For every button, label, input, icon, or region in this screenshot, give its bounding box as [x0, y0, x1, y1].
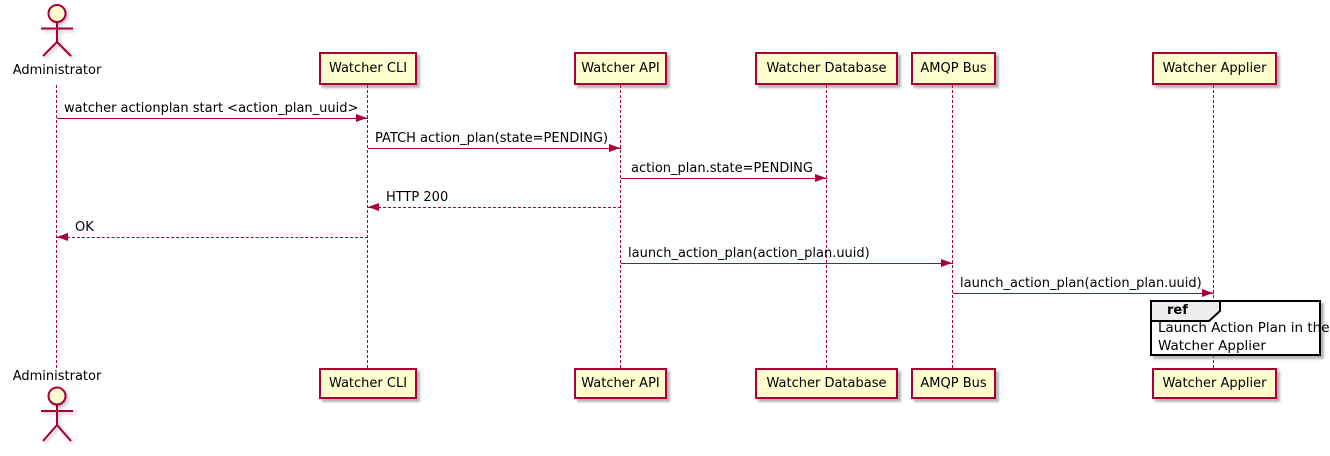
arrowhead-left-icon: [368, 203, 379, 211]
message-label: action_plan.state=PENDING: [631, 161, 813, 176]
participant-watcher-applier: Watcher Applier: [1152, 52, 1277, 85]
lifeline-watcher-applier: [1213, 85, 1214, 368]
lifeline-watcher-database: [826, 85, 827, 368]
ref-fragment: ref Launch Action Plan in the Watcher Ap…: [1150, 300, 1330, 356]
participant-watcher-database: Watcher Database: [755, 52, 898, 85]
message-line: [57, 118, 368, 119]
lifeline-watcher-api: [620, 85, 621, 368]
ref-tag-label: ref: [1167, 303, 1188, 318]
participant-watcher-api: Watcher API: [574, 52, 667, 85]
actor-icon-bottom: [41, 386, 73, 442]
arrowhead-right-icon: [941, 259, 952, 267]
message-label: PATCH action_plan(state=PENDING): [375, 131, 609, 146]
message-line: [368, 148, 621, 149]
message-label: launch_action_plan(action_plan.uuid): [628, 246, 870, 261]
actor-label-bottom: Administrator: [12, 369, 102, 384]
arrowhead-right-icon: [609, 144, 620, 152]
arrowhead-left-icon: [57, 233, 68, 241]
message-label: OK: [75, 220, 94, 235]
actor-icon: [41, 4, 73, 57]
lifeline-watcher-cli: [367, 85, 368, 368]
participant-amqp-bus: AMQP Bus: [911, 52, 996, 85]
participant-watcher-database-bottom: Watcher Database: [755, 368, 898, 399]
message-line: [621, 263, 953, 264]
ref-text: Launch Action Plan in the Watcher Applie…: [1158, 320, 1330, 355]
ref-tag-icon: [1150, 300, 1221, 322]
message-line: [368, 207, 621, 208]
ref-text-line: Watcher Applier: [1158, 337, 1266, 354]
message-label: watcher actionplan start <action_plan_uu…: [64, 101, 359, 116]
lifeline-administrator: [56, 85, 57, 368]
arrowhead-right-icon: [356, 114, 367, 122]
message-line: [953, 293, 1214, 294]
participant-amqp-bus-bottom: AMQP Bus: [911, 368, 996, 399]
participant-watcher-cli: Watcher CLI: [319, 52, 417, 85]
ref-text-line: Launch Action Plan in the: [1158, 320, 1330, 336]
participant-watcher-applier-bottom: Watcher Applier: [1152, 368, 1277, 399]
message-label: launch_action_plan(action_plan.uuid): [960, 276, 1202, 291]
participant-watcher-cli-bottom: Watcher CLI: [319, 368, 417, 399]
message-line: [57, 237, 368, 238]
arrowhead-right-icon: [1202, 289, 1213, 297]
participant-watcher-api-bottom: Watcher API: [574, 368, 667, 399]
arrowhead-right-icon: [815, 174, 826, 182]
message-label: HTTP 200: [386, 190, 449, 205]
message-line: [621, 178, 827, 179]
actor-label: Administrator: [12, 63, 102, 78]
lifeline-amqp-bus: [952, 85, 953, 368]
